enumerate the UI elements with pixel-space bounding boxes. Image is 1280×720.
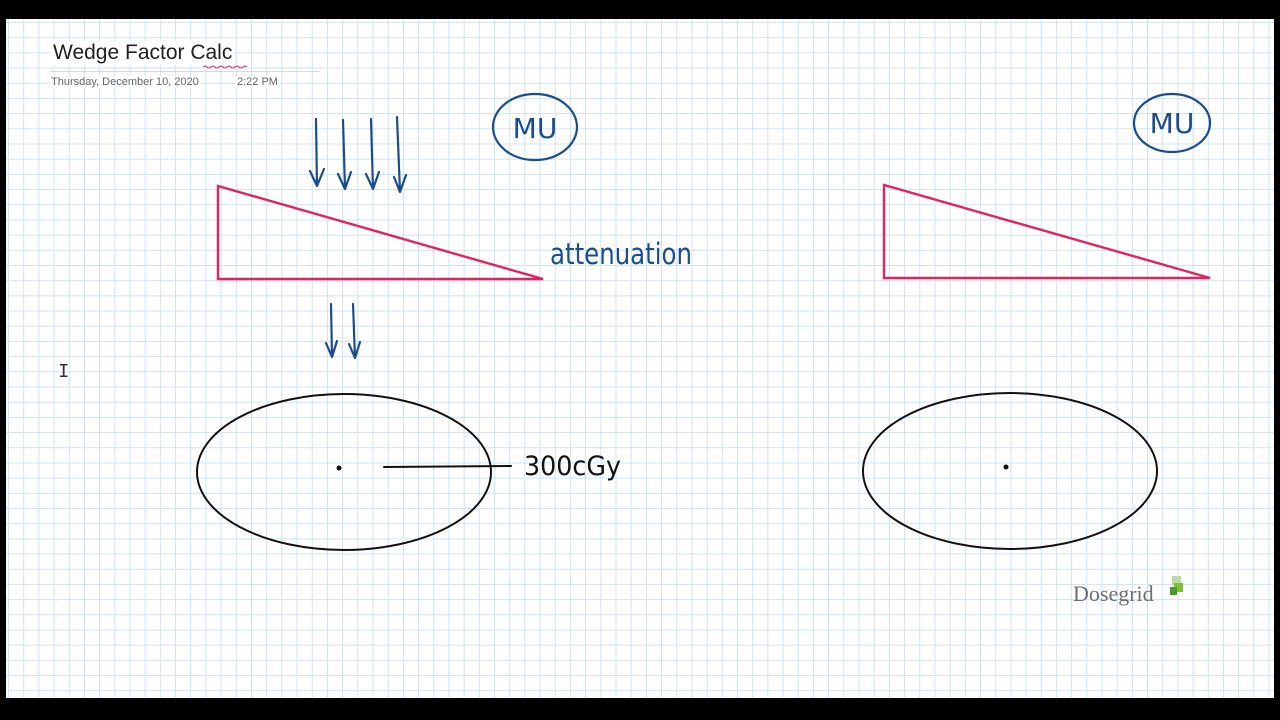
watermark-text: Dosegrid: [1073, 581, 1154, 606]
title-divider: [50, 71, 320, 72]
wedge-triangle-right: [882, 183, 1211, 280]
calc-point-right: [1003, 464, 1009, 470]
wedge-triangle-left: [216, 184, 544, 281]
page-date: Thursday, December 10, 2020: [49, 76, 201, 88]
phantom-ellipse-left: [196, 393, 492, 551]
mu-label-left: MU: [513, 112, 558, 145]
dose-label: 300cGy: [524, 451, 621, 482]
phantom-ellipse-right: [862, 392, 1158, 550]
mu-circle-left: [491, 92, 579, 162]
dose-leader-line: [383, 465, 512, 468]
i-beam-cursor-icon: I: [58, 361, 70, 383]
transmitted-beam-arrows: [324, 302, 362, 360]
attenuation-label: attenuation: [550, 237, 692, 271]
mu-circle-right: [1132, 92, 1212, 154]
mu-label-right: MU: [1150, 107, 1195, 140]
spellcheck-squiggle: [203, 65, 247, 69]
calc-point-left: [336, 465, 342, 471]
incoming-beam-arrows: [308, 115, 408, 194]
dosegrid-logo-icon: [1170, 576, 1183, 595]
note-page[interactable]: Wedge Factor Calc Thursday, December 10,…: [6, 19, 1274, 698]
page-time: 2:22 PM: [235, 76, 280, 88]
ink-drawing-canvas[interactable]: MU MU attenuation 300cGy: [6, 19, 1274, 698]
page-title[interactable]: Wedge Factor Calc: [51, 41, 235, 65]
